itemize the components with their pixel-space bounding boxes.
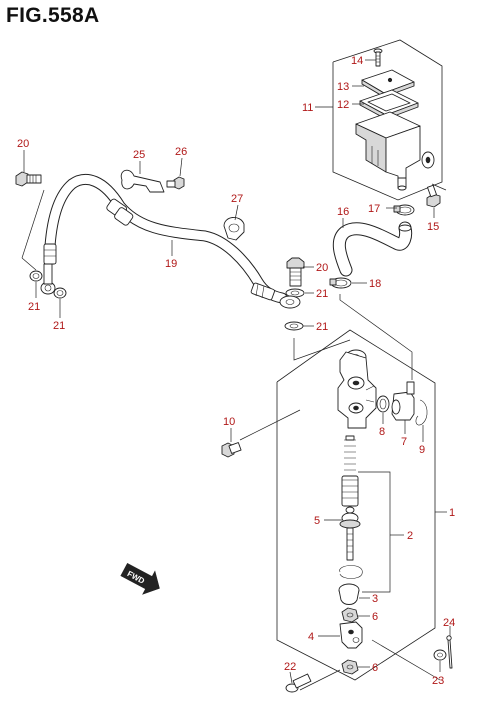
inlet-joint bbox=[391, 381, 415, 421]
fwd-arrow-icon: FWD bbox=[120, 562, 160, 595]
leader-lines bbox=[23, 59, 451, 684]
hose-lower-banjo bbox=[279, 295, 301, 309]
callout-23: 23 bbox=[432, 675, 444, 687]
callout-10: 10 bbox=[223, 416, 235, 428]
upper-washers bbox=[29, 270, 67, 299]
callout-8: 8 bbox=[379, 426, 385, 438]
lower-banjo-bolt bbox=[286, 257, 305, 287]
callout-27: 27 bbox=[231, 193, 243, 205]
piston-spring bbox=[344, 435, 356, 471]
circlip-joint bbox=[415, 399, 428, 426]
bracket-bolt bbox=[166, 176, 185, 190]
callout-11: 11 bbox=[302, 102, 313, 114]
callout-3: 3 bbox=[372, 593, 378, 605]
callout-19: 19 bbox=[165, 258, 177, 270]
master-cylinder-bolt bbox=[221, 442, 242, 458]
hose-clip bbox=[223, 217, 245, 241]
callout-18: 18 bbox=[369, 278, 381, 290]
hose-guide-bracket bbox=[120, 169, 165, 193]
callout-21-left: 21 bbox=[28, 301, 40, 313]
pin-washer bbox=[433, 649, 447, 661]
figure-title: FIG.558A bbox=[6, 4, 100, 27]
callout-2: 2 bbox=[407, 530, 413, 542]
callout-24: 24 bbox=[443, 617, 455, 629]
callout-20-upper: 20 bbox=[17, 138, 29, 150]
lower-washers bbox=[284, 288, 305, 331]
callout-22: 22 bbox=[284, 661, 296, 673]
callout-20-lower: 20 bbox=[316, 262, 328, 274]
callout-7: 7 bbox=[401, 436, 407, 448]
callout-21-low: 21 bbox=[316, 321, 328, 333]
callout-5: 5 bbox=[314, 515, 320, 527]
callout-21-right: 21 bbox=[53, 320, 65, 332]
reservoir-cap-screw bbox=[373, 48, 383, 67]
master-cylinder-body bbox=[337, 349, 377, 429]
upper-banjo-bolt bbox=[15, 171, 42, 187]
callout-13: 13 bbox=[337, 81, 349, 93]
reservoir-body bbox=[355, 111, 435, 191]
callout-26: 26 bbox=[175, 146, 187, 158]
callout-12: 12 bbox=[337, 99, 349, 111]
hose-clamp-upper bbox=[393, 204, 415, 216]
push-rod bbox=[339, 506, 361, 561]
callout-17: 17 bbox=[368, 203, 380, 215]
clevis-pin bbox=[285, 673, 312, 693]
clevis bbox=[339, 621, 363, 649]
reservoir-group-box bbox=[332, 39, 443, 201]
reference-lines bbox=[21, 183, 447, 691]
lock-nut-upper bbox=[341, 607, 359, 623]
hose-upper-banjo bbox=[40, 263, 56, 295]
callout-1: 1 bbox=[449, 507, 455, 519]
snap-ring bbox=[339, 565, 363, 579]
reservoir-mount-bolt bbox=[426, 184, 441, 208]
callout-15: 15 bbox=[427, 221, 439, 233]
lock-nut-lower bbox=[341, 659, 359, 675]
callout-6-upper: 6 bbox=[372, 611, 378, 623]
rear-brake-hose bbox=[43, 173, 288, 304]
callout-4: 4 bbox=[308, 631, 314, 643]
callouts: 1 2 3 4 5 6 6 7 8 9 10 11 12 13 14 15 16… bbox=[17, 55, 455, 687]
callout-14: 14 bbox=[351, 55, 363, 67]
callout-21-mid: 21 bbox=[316, 288, 328, 300]
o-ring bbox=[376, 395, 390, 413]
master-cylinder-box bbox=[276, 329, 436, 681]
piston bbox=[341, 475, 359, 507]
cotter-pin bbox=[446, 635, 453, 669]
callout-9: 9 bbox=[419, 444, 425, 456]
callout-6-lower: 6 bbox=[372, 662, 378, 674]
callout-16: 16 bbox=[337, 206, 349, 218]
hose-clamp-lower bbox=[329, 277, 352, 289]
dust-boot bbox=[338, 583, 360, 605]
callout-25: 25 bbox=[133, 149, 145, 161]
reservoir-hose bbox=[332, 221, 413, 277]
